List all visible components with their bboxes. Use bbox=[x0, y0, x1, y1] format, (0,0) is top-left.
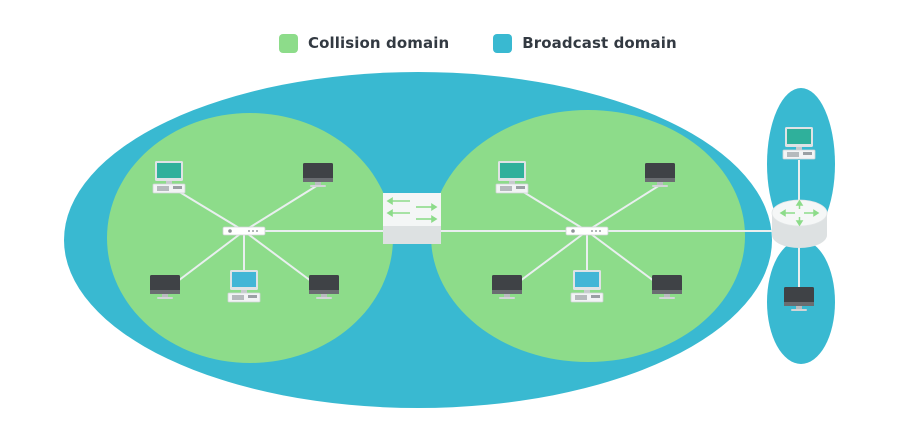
computer-icon bbox=[227, 269, 261, 303]
legend: Collision domain Broadcast domain bbox=[279, 33, 721, 53]
legend-item-collision-domain: Collision domain bbox=[279, 33, 450, 53]
computer-icon bbox=[570, 269, 604, 303]
computer-icon bbox=[782, 126, 816, 160]
collision-domain-left bbox=[107, 113, 393, 363]
router-icon bbox=[771, 199, 828, 248]
legend-label-broadcast: Broadcast domain bbox=[522, 34, 677, 52]
legend-swatch-collision bbox=[279, 33, 298, 53]
legend-swatch-broadcast bbox=[493, 33, 513, 53]
hub-icon bbox=[222, 226, 266, 236]
switch-icon bbox=[383, 193, 441, 244]
legend-item-broadcast-domain: Broadcast domain bbox=[493, 33, 677, 53]
legend-label-collision: Collision domain bbox=[308, 34, 450, 52]
computer-icon bbox=[495, 160, 529, 194]
computer-icon bbox=[152, 160, 186, 194]
hub-icon bbox=[565, 226, 609, 236]
